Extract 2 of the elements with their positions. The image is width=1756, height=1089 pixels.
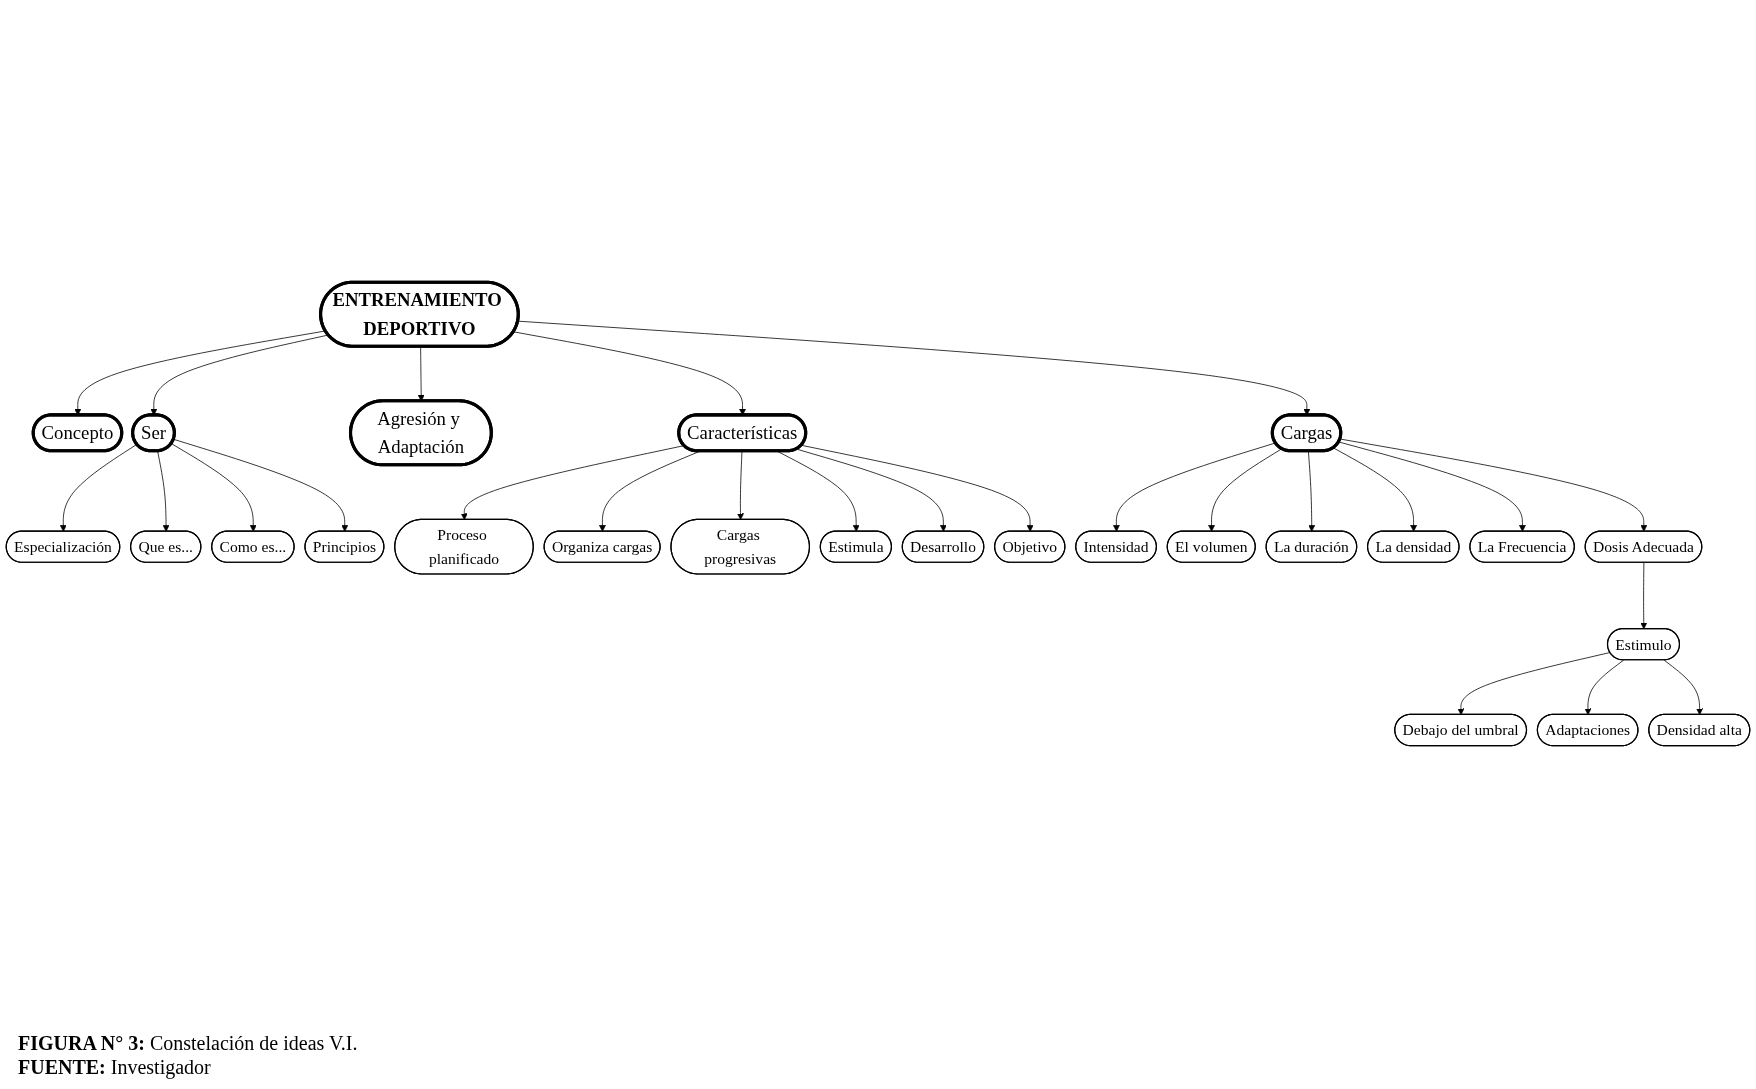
figure-caption: FIGURA N° 3: Constelación de ideas V.I. [18,1031,359,1055]
source-note: FUENTE: Investigador [18,1055,212,1079]
